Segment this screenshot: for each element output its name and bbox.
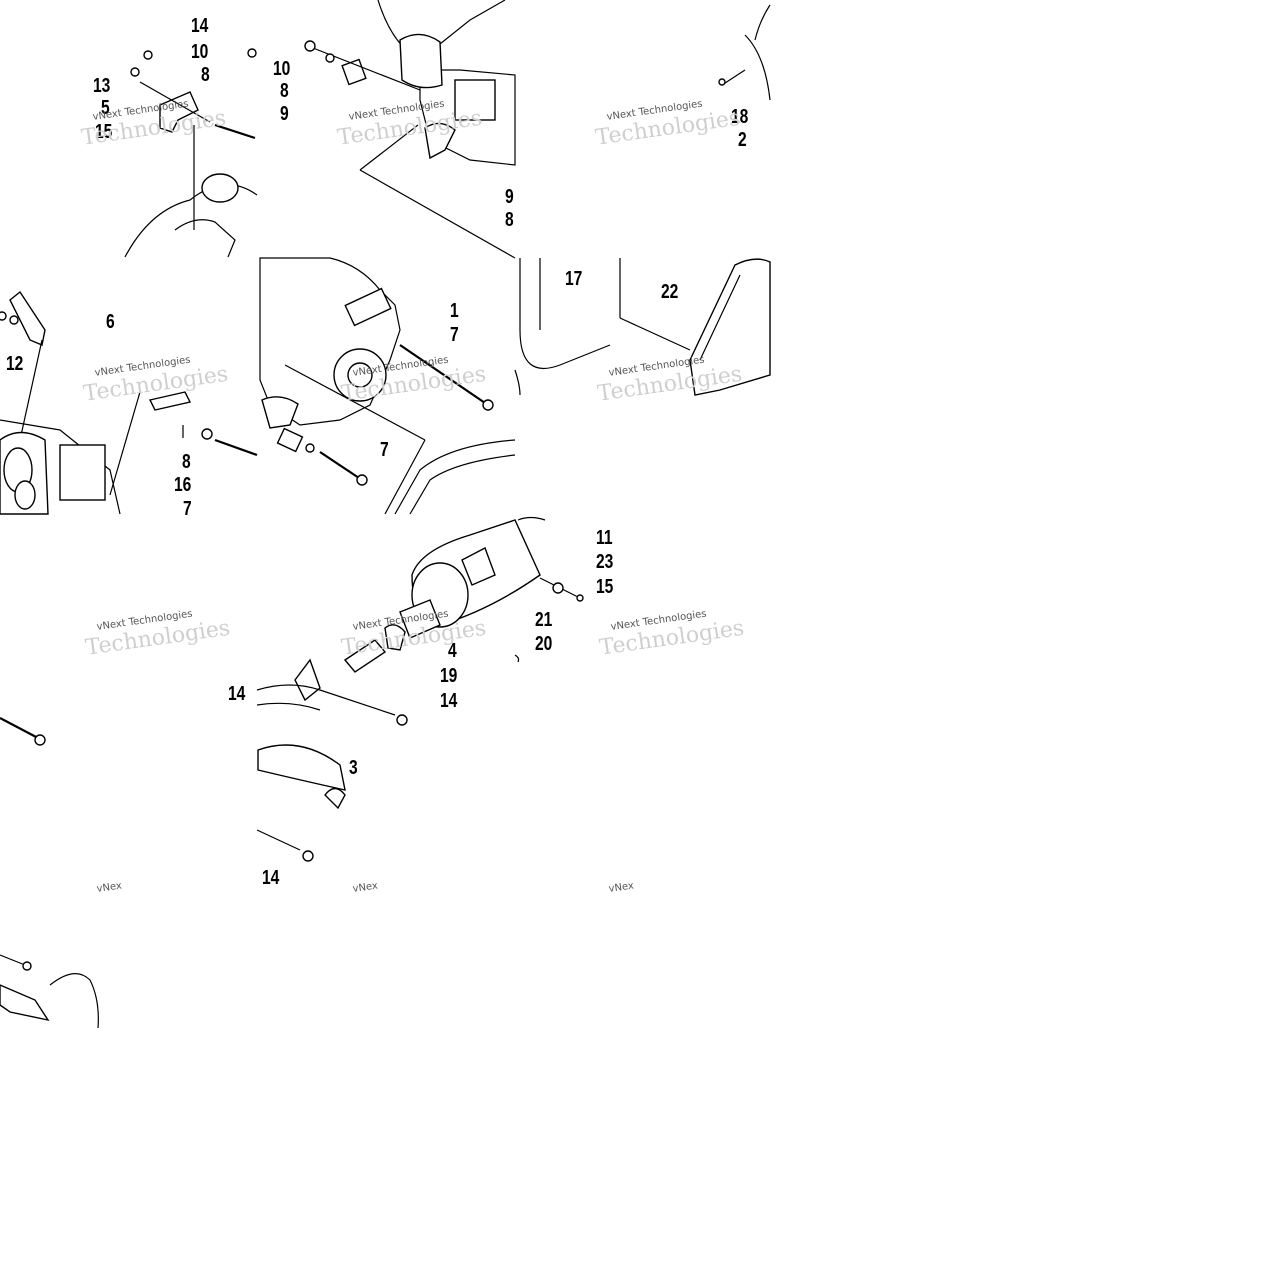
callout-label: 7	[183, 498, 192, 520]
callout-label: 18	[731, 106, 749, 128]
bracket-assembly-top-left	[124, 48, 258, 258]
callout-label: 21	[535, 609, 553, 631]
callout-label: 1	[450, 300, 459, 322]
engine-crankcase-assembly	[259, 257, 516, 515]
callout-label: 7	[450, 324, 459, 346]
callout-label: 6	[106, 311, 115, 333]
callout-label: 9	[280, 103, 289, 125]
callout-label: 14	[262, 867, 280, 889]
starter-motor-assembly	[0, 290, 258, 515]
callout-label: 2	[738, 129, 747, 151]
callout-label: 3	[349, 757, 358, 779]
callout-label: 5	[101, 97, 110, 119]
callout-label: 4	[448, 640, 457, 662]
muffler-assembly	[256, 516, 546, 862]
callout-label: 8	[280, 80, 289, 102]
callout-label: 15	[95, 121, 113, 143]
callout-label: 11	[596, 527, 613, 549]
callout-label: 8	[201, 64, 210, 86]
callout-label: 14	[440, 690, 458, 712]
exhaust-top-right	[718, 4, 771, 101]
callout-label: 16	[174, 474, 192, 496]
callout-label: 22	[661, 281, 679, 303]
callout-label: 8	[505, 209, 514, 231]
heat-shield-assembly	[514, 258, 771, 396]
callout-label: 14	[191, 15, 209, 37]
callout-label: 7	[380, 439, 389, 461]
callout-label: 12	[6, 353, 24, 375]
exhaust-hardware	[514, 577, 584, 663]
callout-label: 9	[505, 186, 514, 208]
callout-label: 17	[565, 268, 583, 290]
tailpipe-bottom-left	[0, 954, 99, 1029]
callout-label: 15	[596, 576, 614, 598]
callout-label: 8	[182, 451, 191, 473]
callout-label: 10	[273, 58, 291, 80]
callout-label: 19	[440, 665, 458, 687]
callout-label: 20	[535, 633, 553, 655]
long-bolt-lower-left	[0, 717, 46, 746]
engine-upper-assembly	[304, 0, 516, 259]
callout-label: 10	[191, 41, 209, 63]
callout-label: 14	[228, 683, 246, 705]
callout-label: 23	[596, 551, 614, 573]
callout-label: 13	[93, 75, 111, 97]
